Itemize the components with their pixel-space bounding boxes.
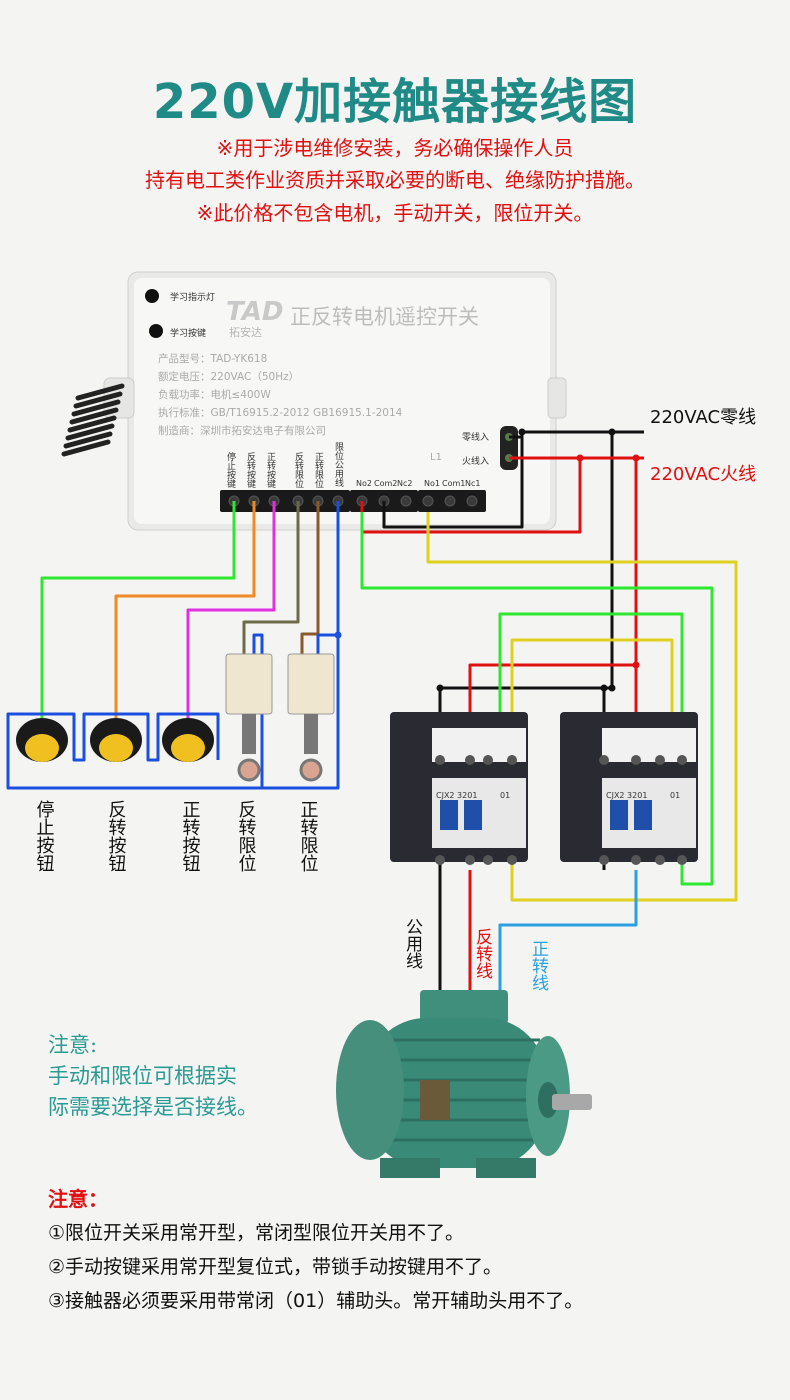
- stop-button-icon: [16, 718, 68, 762]
- input-terminal: [500, 426, 518, 470]
- switch-labels: 停止按钮 反转按钮 正转按钮 反转限位 正转限位: [34, 800, 319, 872]
- relay-wire: [510, 638, 674, 760]
- relay-label: No1: [424, 479, 440, 488]
- spec-line: 负载功率：电机≤400W: [158, 388, 271, 401]
- live-in-label: 火线入: [462, 455, 489, 467]
- forward-button-icon: [162, 718, 214, 762]
- learn-led-label: 学习指示灯: [170, 291, 215, 303]
- relay-label: No2: [356, 479, 372, 488]
- common-wire: [6, 501, 340, 790]
- common-wire: [316, 633, 338, 658]
- terminal-label: 反转限位: [293, 452, 304, 489]
- remote-controller: 学习指示灯 学习按键 TAD 拓安达 正反转电机遥控开关 产品型号：TAD-YK…: [61, 271, 567, 531]
- motor-common-label: 公用线: [402, 918, 423, 969]
- forward-button-wire: [186, 501, 276, 718]
- contactor-model: CJX2 3201: [436, 791, 477, 800]
- spec-line: 执行标准：GB/T16915.2-2012 GB16915.1-2014: [158, 406, 403, 419]
- switch-label: 停止按钮: [34, 800, 55, 872]
- terminal-labels: 停止按键 反转按键 正转按键 反转限位 正转限位 限位公用线: [225, 442, 344, 489]
- warning-line-2: 持有电工类作业资质并采取必要的断电、绝缘防护措施。: [145, 168, 645, 192]
- terminal-label: 限位公用线: [333, 442, 344, 487]
- reverse-button-icon: [90, 718, 142, 762]
- switch-label: 反转限位: [236, 800, 257, 872]
- relay-label: Nc2: [397, 479, 412, 488]
- brand-logo: TAD: [226, 297, 283, 327]
- note-line: ③接触器必须要采用带常闭（01）辅助头。常开辅助头用不了。: [48, 1290, 584, 1312]
- motor-forward-wire: [498, 870, 638, 1000]
- neutral-in-label: 零线入: [462, 431, 489, 443]
- relay-wire: [498, 612, 684, 760]
- relay-wire: [426, 512, 738, 902]
- learn-button[interactable]: [149, 324, 163, 338]
- switch-label: 正转限位: [298, 800, 319, 872]
- terminal-block: [220, 490, 486, 512]
- switch-label: 正转按钮: [180, 800, 201, 872]
- neutral-wire: [382, 432, 524, 529]
- brand-name: 拓安达: [229, 325, 262, 339]
- spec-line: 产品型号：TAD-YK618: [158, 352, 267, 365]
- l1-mark: L1: [430, 452, 442, 463]
- note-optional-wiring: 注意: 手动和限位可根据实 际需要选择是否接线。: [48, 1030, 258, 1123]
- contactor-aux: 01: [500, 791, 510, 800]
- live-line-label: 220VAC火线: [650, 464, 756, 485]
- relay-label: Nc1: [465, 479, 480, 488]
- relay-labels: No2 Com2 Nc2 No1 Com1 Nc1: [356, 479, 480, 488]
- contactor-forward: CJX2 3201 01: [560, 712, 698, 865]
- learn-button-label: 学习按键: [170, 327, 206, 339]
- reverse-limit-switch-icon: [225, 653, 273, 782]
- note-line: 际需要选择是否接线。: [48, 1095, 258, 1119]
- relay-wire: [360, 512, 714, 886]
- spec-line: 制造商：深圳市拓安达电子有限公司: [158, 424, 326, 437]
- relay-label: Com1: [442, 479, 465, 488]
- terminal-label: 正转限位: [313, 452, 324, 489]
- reverse-button-wire: [114, 501, 256, 718]
- note-line: ①限位开关采用常开型，常闭型限位开关用不了。: [48, 1222, 465, 1244]
- contactor-aux: 01: [670, 791, 680, 800]
- motor-icon: [336, 990, 592, 1178]
- neutral-line-label: 220VAC零线: [650, 407, 756, 428]
- switch-label: 反转按钮: [106, 800, 127, 872]
- page-title: 220V加接触器接线图: [152, 74, 638, 130]
- note-line: ②手动按键采用常开型复位式，带锁手动按键用不了。: [48, 1256, 503, 1278]
- forward-limit-wire: [300, 501, 320, 658]
- spec-line: 额定电压：220VAC（50Hz）: [158, 370, 299, 383]
- antenna-icon: [61, 383, 125, 457]
- terminal-label: 停止按键: [225, 451, 236, 489]
- warning-line-1: ※用于涉电维修安装，务必确保操作人员: [216, 136, 574, 160]
- terminal-label: 正转按键: [265, 452, 276, 489]
- forward-limit-switch-icon: [287, 653, 335, 782]
- stop-button-wire: [40, 501, 236, 718]
- note-title: 注意:: [48, 1033, 98, 1057]
- warning-line-3: ※此价格不包含电机，手动开关，限位开关。: [196, 201, 594, 225]
- learn-led-icon: [145, 289, 159, 303]
- contactor-model: CJX2 3201: [606, 791, 647, 800]
- note-requirements: 注意： ①限位开关采用常开型，常闭型限位开关用不了。 ②手动按键采用常开型复位式…: [48, 1182, 583, 1318]
- reverse-limit-wire: [242, 501, 300, 658]
- note-title: 注意：: [48, 1187, 108, 1211]
- note-line: 手动和限位可根据实: [48, 1064, 237, 1088]
- product-title: 正反转电机遥控开关: [290, 305, 479, 329]
- motor-forward-label: 正转线: [528, 940, 549, 991]
- contactor-reverse: CJX2 3201 01: [390, 712, 528, 865]
- terminal-label: 反转按键: [245, 452, 256, 489]
- motor-reverse-label: 反转线: [472, 928, 493, 979]
- relay-label: Com2: [374, 479, 397, 488]
